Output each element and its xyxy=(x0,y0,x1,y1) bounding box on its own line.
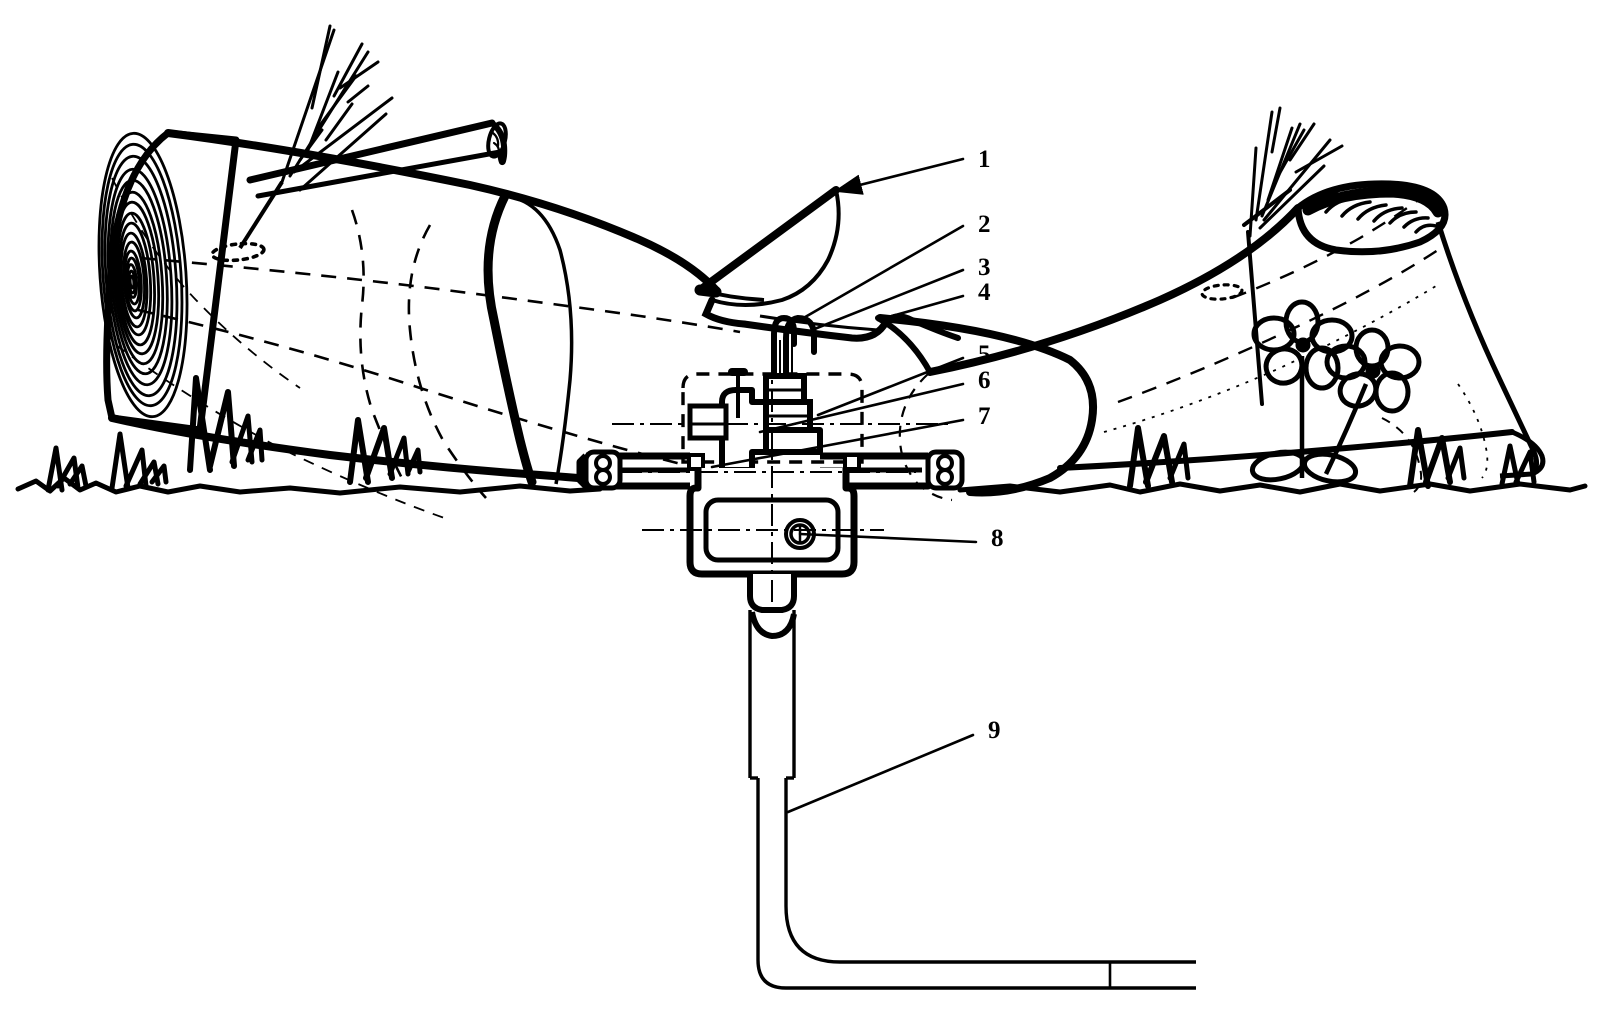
log-left-branch-stub xyxy=(246,119,508,199)
callout-label-4: 4 xyxy=(978,279,991,306)
flower-hidden-arc xyxy=(1381,417,1423,493)
log-left-knot-stem xyxy=(238,180,284,250)
callout-leader-3 xyxy=(810,268,965,332)
housing-centrelines xyxy=(612,352,952,608)
callout-7: 7 xyxy=(710,403,991,469)
supply-riser-pipe xyxy=(748,610,1196,990)
callout-leader-8 xyxy=(798,532,978,544)
riser-top-seat xyxy=(749,611,797,640)
callout-6: 6 xyxy=(758,367,991,434)
callout-8: 8 xyxy=(798,525,1004,552)
callout-9: 9 xyxy=(786,717,1001,814)
callout-1: 1 xyxy=(833,146,991,195)
callout-label-1: 1 xyxy=(978,146,991,173)
callout-label-8: 8 xyxy=(991,525,1004,552)
flower-stem-right xyxy=(1323,383,1369,475)
callout-label-6: 6 xyxy=(978,367,991,394)
grass-tufts xyxy=(45,375,1537,493)
log-right-hidden-detail-fine xyxy=(1103,285,1489,479)
log-right-knot-dotted xyxy=(1200,283,1244,301)
callout-4: 4 xyxy=(876,279,991,322)
callout-leader-5 xyxy=(816,356,965,417)
callout-3: 3 xyxy=(810,254,991,332)
callout-5: 5 xyxy=(816,341,991,417)
mounting-base-plate xyxy=(576,449,965,491)
callout-leader-7 xyxy=(710,418,965,469)
callout-leader-1 xyxy=(833,157,965,195)
callout-label-9: 9 xyxy=(988,717,1001,744)
callout-label-3: 3 xyxy=(978,254,991,281)
callout-label-5: 5 xyxy=(978,341,991,368)
callout-leader-9 xyxy=(786,733,975,814)
log-left-knot-dotted xyxy=(210,241,266,263)
base-plate-roller-left xyxy=(583,449,623,491)
callout-leader-4 xyxy=(876,294,965,322)
log-right-end-inner-rim xyxy=(1302,186,1444,218)
log-left-twigs xyxy=(280,24,394,192)
base-plate-roller-right xyxy=(925,449,965,491)
callout-label-2: 2 xyxy=(978,211,991,238)
flower-right xyxy=(1324,327,1422,414)
callout-leader-2 xyxy=(798,224,965,322)
log-right-twigs xyxy=(1248,106,1344,238)
callout-label-7: 7 xyxy=(978,403,991,430)
flower-cluster xyxy=(1249,299,1422,485)
valve-hidden-envelope xyxy=(681,372,864,464)
flower-leaves xyxy=(1249,449,1359,485)
callout-leader-6 xyxy=(758,382,965,434)
log-left-hidden-detail-fine xyxy=(111,177,451,521)
callout-2: 2 xyxy=(798,211,991,322)
